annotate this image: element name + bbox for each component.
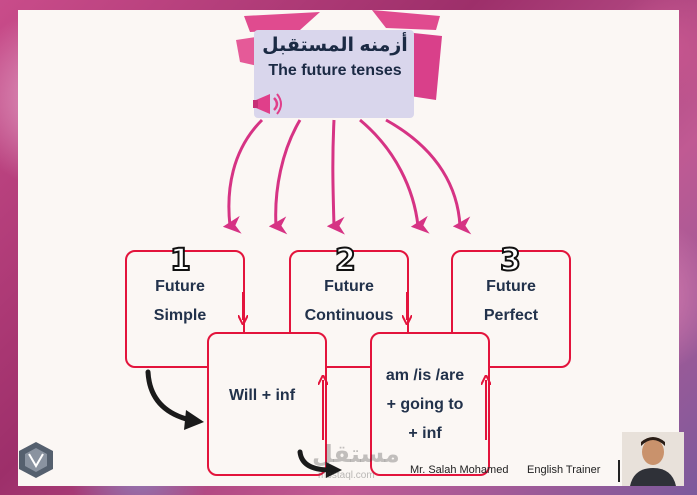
tense-name-line2: Continuous — [304, 307, 394, 324]
arrow-down-icon — [222, 118, 264, 234]
arrow-down-icon — [326, 119, 346, 235]
formula-label-2: am /is /are + going to + inf — [370, 361, 480, 448]
avatar — [622, 432, 684, 486]
watermark-latin: mostaql.com — [318, 470, 375, 481]
tense-label-3: Future Perfect — [451, 272, 571, 330]
title-english: The future tenses — [268, 62, 402, 79]
formula-box-2 — [370, 332, 490, 476]
formula-label-1: Will + inf — [207, 381, 317, 410]
tense-number-3: 3 — [499, 243, 522, 278]
curved-arrow-icon — [145, 369, 193, 423]
formula-line: am /is /are — [385, 367, 465, 384]
author-name: Mr. Salah Mohamed — [410, 464, 509, 476]
megaphone-icon — [253, 93, 282, 115]
formula-line: + going to — [386, 396, 464, 413]
tense-name-line1: Future — [486, 278, 536, 295]
avatar-person-icon — [622, 432, 684, 486]
tense-name-line1: Future — [155, 278, 205, 295]
tense-label-1: Future Simple — [125, 272, 235, 330]
formula-line: + inf — [408, 425, 442, 442]
pink-arrows — [222, 118, 472, 235]
arrow-down-icon — [359, 118, 430, 234]
tense-name-line2: Simple — [153, 307, 207, 324]
formula-box-1 — [207, 332, 327, 476]
tense-label-2: Future Continuous — [289, 272, 409, 330]
title-arabic: أزمنه المستقبل — [262, 35, 408, 56]
formula-line: Will + inf — [228, 387, 296, 404]
arrow-down-icon — [268, 119, 302, 235]
author-role: English Trainer — [527, 464, 601, 476]
tense-number-2: 2 — [334, 243, 357, 278]
tense-name-line2: Perfect — [483, 307, 539, 324]
tense-name-line1: Future — [324, 278, 374, 295]
arrow-down-icon — [385, 118, 472, 235]
footer-divider — [618, 460, 620, 482]
watermark-arabic: مستقل — [312, 441, 400, 468]
tense-number-1: 1 — [169, 243, 192, 278]
logo-icon — [19, 442, 53, 478]
curved-arrow-icon — [297, 449, 333, 473]
